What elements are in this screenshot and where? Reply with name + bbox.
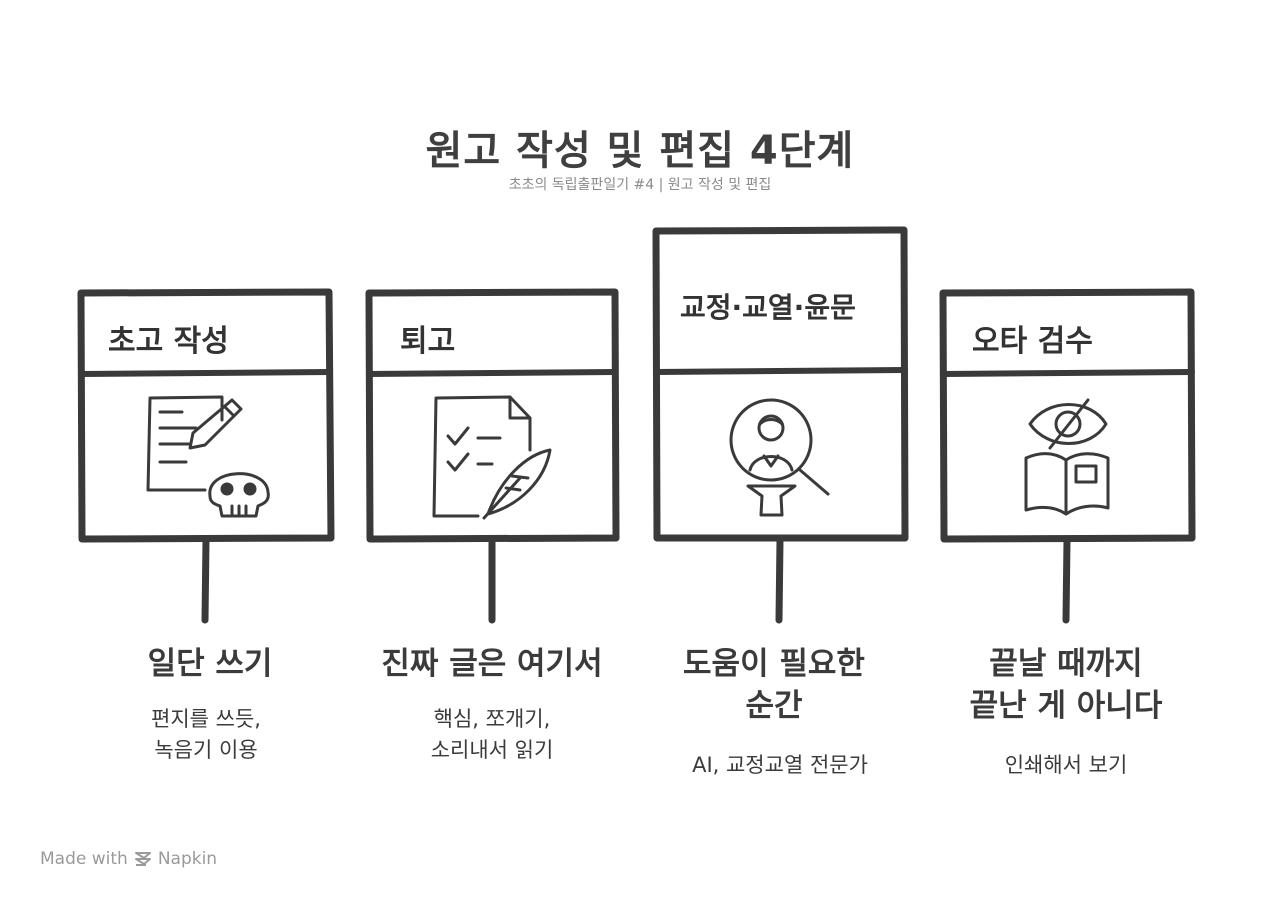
step-4-heading: 끝날 때까지 끝난 게 아니다 — [969, 646, 1163, 724]
step-4-title: 오타 검수 — [972, 324, 1093, 359]
step-3-heading: 도움이 필요한 순간 — [683, 646, 865, 724]
step-3-desc: AI, 교정교열 전문가 — [692, 753, 868, 777]
step-4-desc: 인쇄해서 보기 — [1004, 753, 1128, 777]
step-box-4 — [939, 288, 1196, 624]
page-subtitle: 초초의 독립출판일기 #4 | 원고 작성 및 편집 — [508, 177, 772, 193]
made-with-footer[interactable]: Made with Napkin — [40, 849, 217, 869]
step-2-title: 퇴고 — [400, 324, 456, 359]
step-2-desc: 핵심, 쪼개기, 소리내서 읽기 — [430, 707, 554, 762]
writing-skull-icon — [146, 395, 270, 518]
step-1-heading: 일단 쓰기 — [147, 646, 273, 682]
napkin-brand: Napkin — [157, 849, 218, 869]
made-with-label: Made with — [40, 849, 128, 869]
step-2-heading: 진짜 글은 여기서 — [381, 646, 603, 682]
page-title: 원고 작성 및 편집 4단계 — [425, 128, 855, 174]
step-box-2 — [365, 288, 620, 624]
step-box-3 — [652, 226, 909, 624]
eye-book-icon — [1024, 398, 1110, 516]
step-1-desc: 편지를 쓰듯, 녹음기 이용 — [151, 707, 261, 762]
step-1-title: 초고 작성 — [108, 324, 229, 359]
checklist-quill-icon — [432, 395, 552, 520]
magnifier-person-icon — [729, 398, 830, 517]
step-box-1 — [77, 288, 335, 624]
napkin-logo-icon — [134, 852, 151, 866]
step-3-title: 교정·교열·윤문 — [680, 291, 856, 324]
